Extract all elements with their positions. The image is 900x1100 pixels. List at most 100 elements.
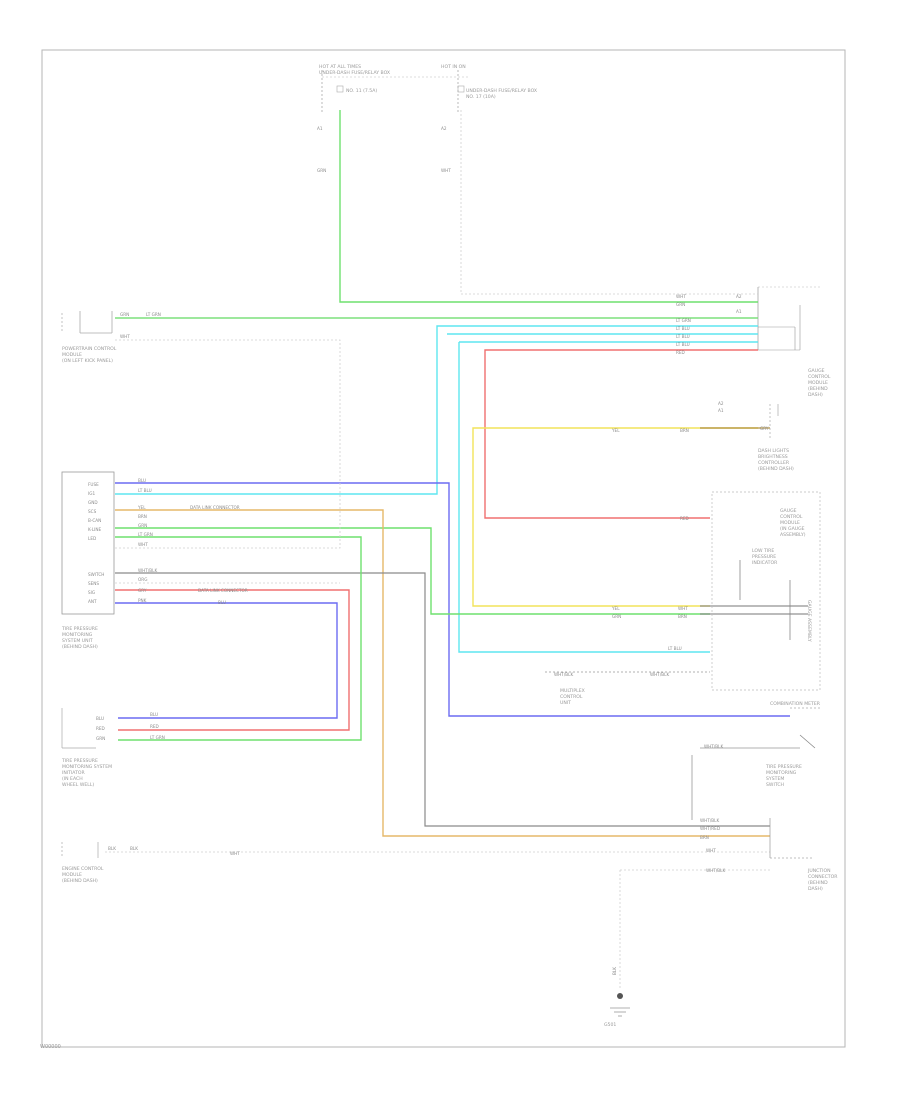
br-w-2: WHT/RED [700, 826, 720, 831]
tpms-pin-0: FUSE [88, 482, 99, 487]
wire-grn-init [115, 536, 362, 741]
tpms-switch: WHT/BLK TIRE PRESSURE MONITORING SYSTEM … [704, 734, 816, 788]
tpms-pin-5: K-LINE [88, 527, 102, 532]
wire-red-gauge [484, 349, 758, 519]
fuse-right-wire-color: WHT [441, 168, 451, 173]
fuse-block-right: HOT IN ON UNDER-DASH FUSE/RELAY BOX NO. … [441, 64, 537, 173]
tpms-w-8: WHT/BLK [138, 568, 157, 573]
gauge-r-5: DASH) [808, 392, 823, 398]
low-tire-2: PRESSURE [752, 554, 776, 560]
init-pin-3: GRN [96, 736, 105, 741]
powertrain-control-module: POWERTRAIN CONTROL MODULE (ON LEFT KICK … [61, 311, 161, 364]
fuse-right-label-1: HOT IN ON [441, 64, 466, 70]
dash-light-3: CONTROLLER [758, 460, 790, 466]
gauge-r-1: GAUGE [808, 368, 825, 374]
init-w-1: BLU [150, 712, 158, 717]
fuse-left-label-2: UNDER-DASH FUSE/RELAY BOX [319, 70, 390, 76]
ga-w-red: RED [680, 516, 689, 521]
tpms-pin-1: IG1 [88, 491, 95, 496]
junction-1: JUNCTION [807, 868, 831, 874]
tpms-w-7: WHT [138, 542, 148, 547]
tpms-w-4: BRN [138, 514, 147, 519]
rt-w-6: LT BLU [676, 342, 690, 347]
ga-w-1: YEL [611, 606, 620, 611]
tpms-w-6: LT GRN [138, 532, 153, 537]
tpms-w-3: YEL [137, 505, 146, 510]
ecm-w-2: BLK [130, 846, 138, 851]
tpms-data-link-1: DATA LINK CONNECTOR [190, 505, 240, 510]
ga-label-1: GAUGE [780, 508, 797, 514]
pcm-label-1: POWERTRAIN CONTROL [62, 346, 117, 352]
ga-label-3: MODULE [780, 520, 800, 526]
tpms-w-9: ORG [138, 577, 147, 582]
ecm-label-1: ENGINE CONTROL [62, 866, 104, 872]
ground-symbol: G501 BLK [604, 967, 630, 1028]
tpms-unit: FUSE IG1 GND SCS B-CAN K-LINE LED SWITCH… [61, 471, 248, 650]
tpms-w-1: BLU [138, 478, 146, 483]
wire-ltblu-4 [458, 342, 710, 653]
fuse-right-label-3: NO. 17 (10A) [466, 94, 496, 100]
init-label-1: TIRE PRESSURE [61, 758, 98, 764]
mux-label-1: MULTIPLEX [560, 688, 585, 694]
wire-grn-fuse [339, 110, 758, 303]
tpms-w-5: GRN [138, 523, 147, 528]
fuse-left-label-3: NO. 11 (7.5A) [346, 88, 377, 94]
init-label-2: MONITORING SYSTEM [62, 764, 112, 770]
engine-control-module: BLK BLK WHT ENGINE CONTROL MODULE (BEHIN… [61, 842, 240, 884]
ga-label-5: ASSEMBLY) [780, 532, 806, 538]
ga-label-2: CONTROL [780, 514, 803, 520]
wire-wht-pcm [115, 339, 341, 549]
tpms-initiator: BLU RED GRN BLU RED LT GRN TIRE PRESSURE… [61, 708, 165, 788]
junction-4: DASH) [808, 886, 823, 892]
ga-w-2: GRN [612, 614, 621, 619]
tpms-pin-2: GND [88, 500, 98, 505]
dash-light-1: DASH LIGHTS [758, 448, 789, 454]
br-w-3: BRN [700, 835, 709, 840]
init-label-4: (IN EACH [62, 776, 83, 782]
ecm-label-3: (BEHIND DASH) [62, 878, 98, 884]
combination-meter: COMBINATION METER [770, 701, 821, 709]
sw-w-1: WHT/BLK [704, 744, 723, 749]
gauge-r-2: CONTROL [808, 374, 831, 380]
rt-w-5: LT BLU [676, 334, 690, 339]
rt-w-7: RED [676, 350, 685, 355]
init-w-3: LT GRN [150, 735, 165, 740]
rt-w-1: WHT [676, 294, 686, 299]
tpms-data-link-2: DATA LINK CONNECTOR [198, 588, 248, 593]
init-w-2: RED [150, 724, 159, 729]
tpms-w-2: LT BLU [138, 488, 152, 493]
rt-w-4: LT BLU [676, 326, 690, 331]
gauge-r-pin-2: A1 [718, 408, 724, 413]
wire-wht-fuse [460, 110, 758, 295]
ga-w-6: WHT/BLK [554, 672, 573, 677]
gauge-r-w-3: GRY [760, 426, 769, 431]
wire-blu-meter [115, 482, 790, 717]
wire-gry-bottom [115, 572, 770, 827]
gauge-control-module-right: GAUGE CONTROL MODULE (BEHIND DASH) A2 A1… [611, 368, 831, 472]
rt-w-3: LT GRN [676, 318, 691, 323]
wire-org-bottom [115, 509, 770, 837]
ground-wire-color: BLK [612, 967, 617, 975]
ground-label: G501 [604, 1022, 616, 1028]
wire-ltblu-1 [115, 325, 758, 495]
gauge-r-w-2: BRN [680, 428, 689, 433]
pcm-wire-1: GRN [120, 312, 129, 317]
fuse-left-pin: A1 [317, 126, 323, 131]
wire-grn-gauge [115, 527, 710, 615]
ga-label-4: (IN GAUGE [780, 526, 805, 532]
ecm-label-2: MODULE [62, 872, 82, 878]
rt-w-2: GRN [676, 302, 685, 307]
gauge-r-4: (BEHIND [808, 386, 828, 392]
ga-w-5: LT BLU [668, 646, 682, 651]
pcm-label-2: MODULE [62, 352, 82, 358]
rt-pin-2: A1 [736, 309, 742, 314]
dash-light-4: (BEHIND DASH) [758, 466, 794, 472]
ecm-w-1: BLK [108, 846, 116, 851]
tpms-switch-1: TIRE PRESSURE [765, 764, 802, 770]
init-label-3: INITIATOR [62, 770, 86, 776]
ga-w-3: WHT [678, 606, 688, 611]
tpms-label-4: (BEHIND DASH) [62, 644, 98, 650]
wire-red-init [115, 589, 350, 731]
tpms-pin-10: ANT [88, 599, 97, 604]
